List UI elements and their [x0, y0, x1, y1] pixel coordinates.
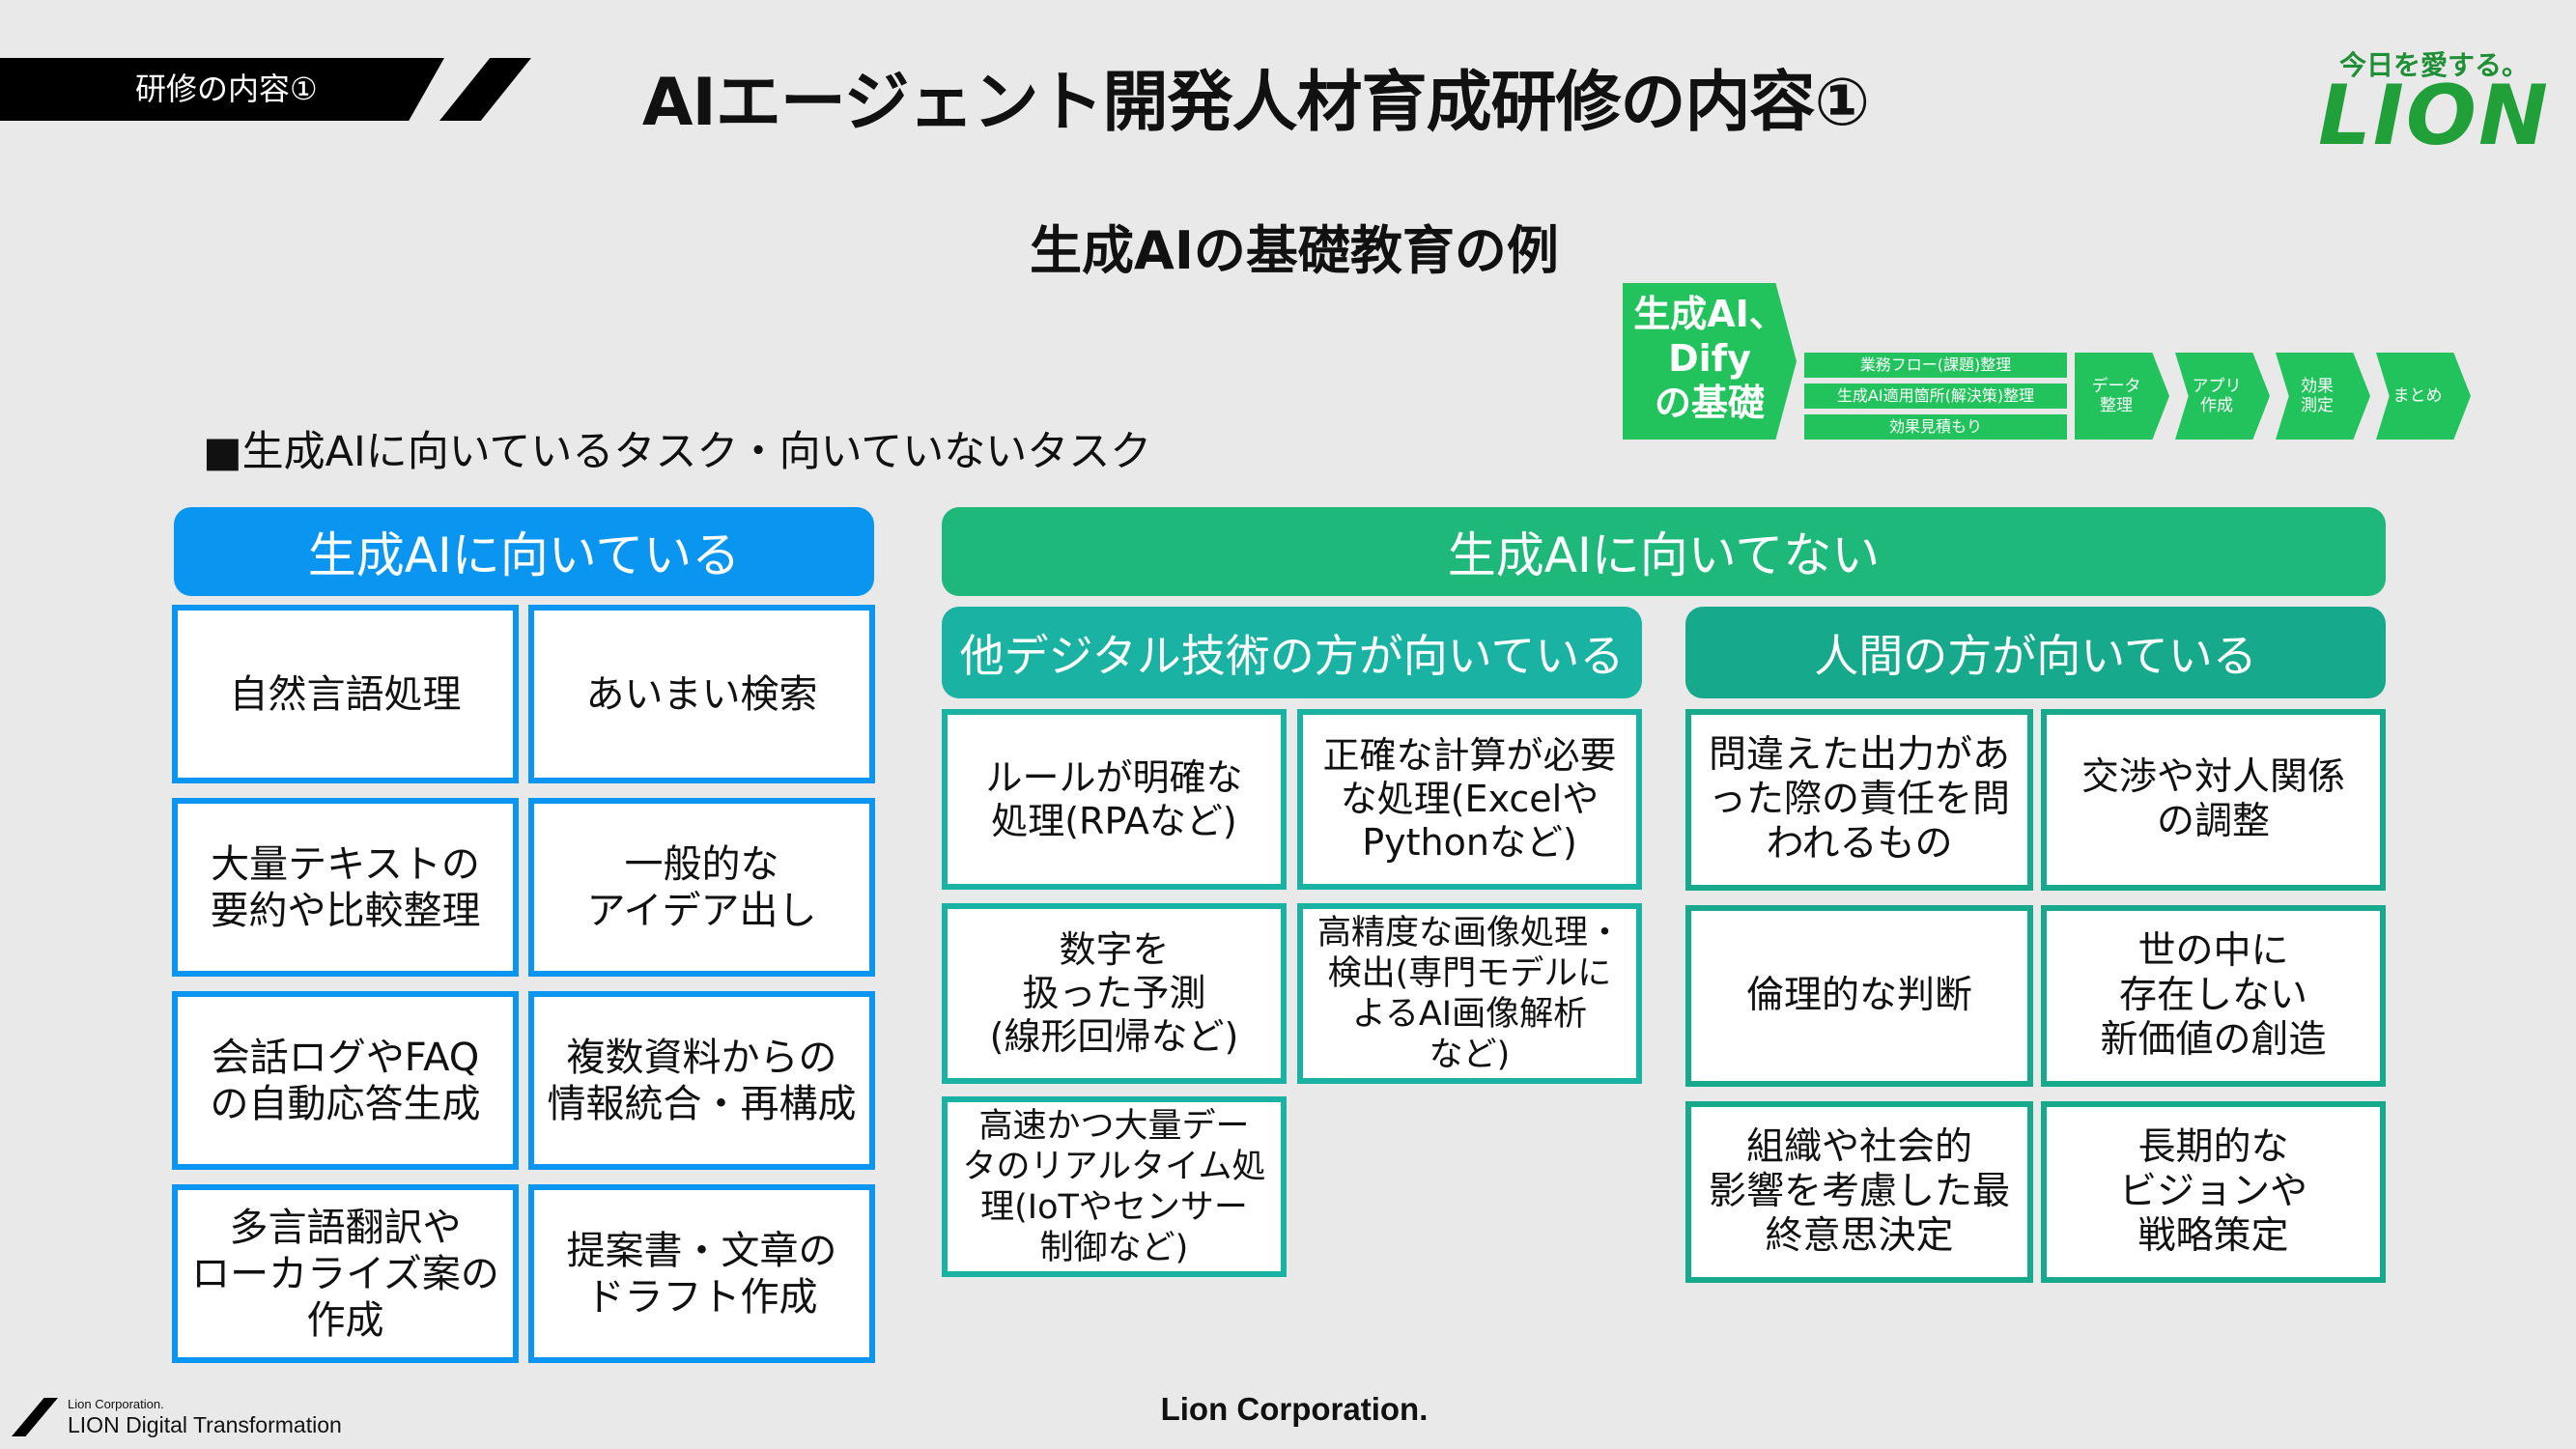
flow-step-label: まとめ [2392, 386, 2443, 406]
human-item: 長期的な ビジョンや 戦略策定 [2041, 1101, 2386, 1283]
flow-subitem: 生成AI適用箇所(解決策)整理 [1804, 384, 2067, 409]
suited-item-text: あいまい検索 [585, 671, 818, 717]
suited-item-text: 大量テキストの 要約や比較整理 [210, 841, 481, 933]
task-section-label: ■生成AIに向いているタスク・向いていないタスク [203, 428, 1152, 476]
human-item-text: 交渉や対人関係 の調整 [2081, 755, 2345, 843]
suited-header: 生成AIに向いている [174, 507, 874, 596]
footer-slash-mark [12, 1398, 58, 1436]
human-item: 倫理的な判断 [1685, 905, 2033, 1087]
flow-step-label: アプリ 作成 [2192, 377, 2242, 415]
suited-item-text: 複数資料からの 情報統合・再構成 [547, 1035, 857, 1126]
human-item-text: 組織や社会的 影響を考慮した最 終意思決定 [1708, 1125, 2010, 1258]
human-item: 問違えた出力があ った際の責任を問 われるもの [1685, 709, 2033, 891]
suited-item-text: 会話ログやFAQ の自動応答生成 [210, 1035, 481, 1126]
digital-tech-item: 高速かつ大量デー タのリアルタイム処 理(IoTやセンサー 制御など) [942, 1096, 1287, 1277]
human-header: 人間の方が向いている [1685, 607, 2386, 698]
human-item: 組織や社会的 影響を考慮した最 終意思決定 [1685, 1101, 2033, 1283]
suited-item: 会話ログやFAQ の自動応答生成 [172, 991, 519, 1170]
flow-subitem: 効果見積もり [1804, 414, 2067, 440]
suited-item: 大量テキストの 要約や比較整理 [172, 798, 519, 977]
human-item: 交渉や対人関係 の調整 [2041, 709, 2386, 891]
flow-subitem: 業務フロー(課題)整理 [1804, 353, 2067, 378]
digital-tech-item: 正確な計算が必要 な処理(Excelや Pythonなど) [1297, 709, 1642, 890]
section-tab [0, 58, 444, 121]
not-suited-header: 生成AIに向いてない [942, 507, 2386, 596]
digital-tech-item-text: 高精度な画像処理・ 検出(専門モデルに よるAI画像解析 など) [1316, 913, 1622, 1074]
section-label: 研修の内容① [135, 71, 318, 107]
human-item-text: 世の中に 存在しない 新価値の創造 [2100, 929, 2327, 1062]
flow-step: まとめ [2376, 353, 2471, 440]
logo-tagline: 今日を愛する。 [2338, 49, 2529, 81]
flow-step-label: 効果 測定 [2301, 377, 2334, 415]
suited-item-text: 多言語翻訳や ローカライズ案の 作成 [191, 1205, 499, 1343]
suited-item-text: 自然言語処理 [229, 671, 462, 717]
human-item-text: 長期的な ビジョンや 戦略策定 [2118, 1125, 2307, 1258]
footer-company: Lion Corporation. [1160, 1391, 1429, 1427]
human-item: 世の中に 存在しない 新価値の創造 [2041, 905, 2386, 1087]
human-header-label: 人間の方が向いている [1814, 629, 2257, 682]
human-item-text: 問違えた出力があ った際の責任を問 われるもの [1708, 733, 2010, 866]
slash-decoration [439, 58, 531, 121]
suited-header-label: 生成AIに向いている [307, 527, 741, 583]
suited-item: 提案書・文章の ドラフト作成 [528, 1184, 875, 1363]
flow-step-label: データ 整理 [2091, 377, 2141, 415]
flow-step: 効果 測定 [2276, 353, 2370, 440]
suited-item-text: 一般的な アイデア出し [586, 841, 817, 933]
page-title: AIエージェント開発人材育成研修の内容① [641, 65, 1870, 141]
digital-tech-header-label: 他デジタル技術の方が向いている [959, 629, 1625, 682]
suited-item: あいまい検索 [528, 605, 875, 783]
lion-logo: LION [2318, 68, 2550, 164]
digital-tech-item: ルールが明確な 処理(RPAなど) [942, 709, 1287, 890]
suited-item: 自然言語処理 [172, 605, 519, 783]
footer-department: LION Digital Transformation [68, 1412, 342, 1437]
flow-step: データ 整理 [2075, 353, 2169, 440]
suited-item: 複数資料からの 情報統合・再構成 [528, 991, 875, 1170]
suited-item: 多言語翻訳や ローカライズ案の 作成 [172, 1184, 519, 1363]
footer-company-small: Lion Corporation. [68, 1397, 164, 1411]
suited-item: 一般的な アイデア出し [528, 798, 875, 977]
digital-tech-item-text: 数字を 扱った予測 (線形回帰など) [989, 928, 1239, 1058]
flow-basics-label: 生成AI、 Dify の基礎 [1633, 293, 1786, 424]
not-suited-header-label: 生成AIに向いてない [1447, 527, 1881, 583]
digital-tech-item-text: ルールが明確な 処理(RPAなど) [985, 755, 1243, 842]
suited-item-text: 提案書・文章の ドラフト作成 [566, 1228, 837, 1320]
subtitle: 生成AIの基礎教育の例 [1030, 220, 1559, 281]
digital-tech-header: 他デジタル技術の方が向いている [942, 607, 1642, 698]
flow-step: アプリ 作成 [2175, 353, 2270, 440]
human-item-text: 倫理的な判断 [1745, 974, 1972, 1017]
flow-basics-step: 生成AI、 Dify の基礎 [1623, 283, 1797, 440]
digital-tech-item: 高精度な画像処理・ 検出(専門モデルに よるAI画像解析 など) [1297, 903, 1642, 1084]
digital-tech-item-text: 高速かつ大量デー タのリアルタイム処 理(IoTやセンサー 制御など) [962, 1106, 1266, 1267]
digital-tech-item-text: 正確な計算が必要 な処理(Excelや Pythonなど) [1322, 734, 1617, 864]
digital-tech-item: 数字を 扱った予測 (線形回帰など) [942, 903, 1287, 1084]
